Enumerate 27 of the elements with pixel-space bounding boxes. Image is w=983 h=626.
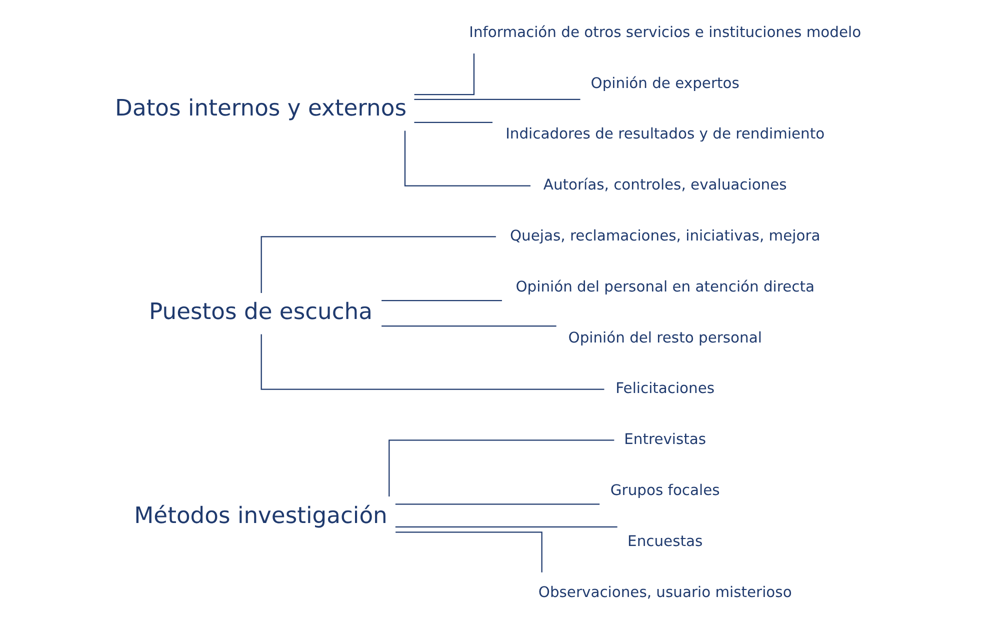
node-text: Información de otros servicios e instituciones modelo [469, 24, 862, 41]
connector [388, 440, 614, 497]
node-text: Grupos focales [610, 482, 720, 499]
node-text: Indicadores de resultados y de rendimiento [506, 126, 825, 143]
node-text: Observaciones, usuario misterioso [538, 584, 792, 601]
connector [396, 532, 542, 572]
node-text: Encuestas [628, 532, 703, 550]
connector [382, 300, 502, 302]
node-text: Autorías, controles, evaluaciones [543, 176, 787, 194]
node-text: Entrevistas [624, 431, 706, 448]
connector [382, 325, 556, 327]
connector [395, 504, 600, 505]
node-text: Opinión del personal en atención directa [516, 278, 814, 296]
node-text: Métodos investigación [134, 502, 388, 529]
connector [260, 236, 496, 293]
node-text: Opinión del resto personal [568, 329, 762, 346]
connector [414, 54, 475, 96]
connector [395, 526, 618, 528]
node-text: Quejas, reclamaciones, iniciativas, mejora [510, 228, 820, 245]
connector [414, 98, 580, 100]
node-text: Felicitaciones [616, 380, 715, 398]
node-text: Datos internos y externos [115, 96, 406, 122]
connector [260, 334, 604, 390]
connector [414, 122, 492, 123]
connector [404, 130, 530, 186]
node-text: Puestos de escucha [149, 299, 372, 326]
node-text: Opinión de expertos [590, 74, 740, 92]
